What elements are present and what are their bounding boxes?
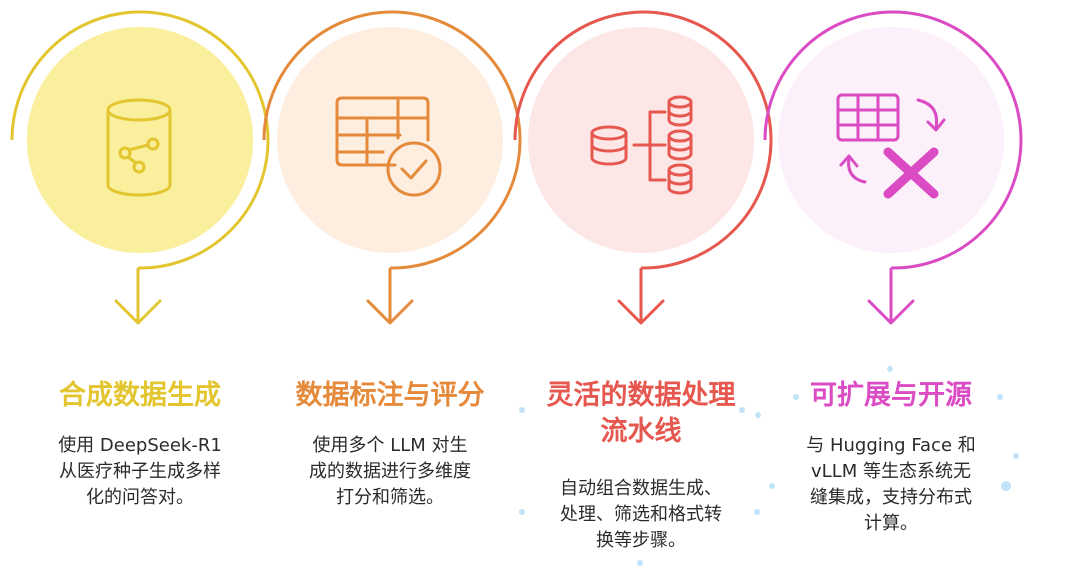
step-1-circle bbox=[27, 27, 253, 253]
step-3-arrow-icon bbox=[617, 299, 665, 325]
step-2-title: 数据标注与评分 bbox=[295, 380, 485, 411]
step-3-desc-line: 自动组合数据生成、 bbox=[560, 478, 722, 499]
step-2-arc bbox=[262, 10, 522, 270]
step-4-desc-line: 计算。 bbox=[864, 513, 918, 534]
database-share-icon bbox=[106, 98, 172, 197]
table-transform-icon bbox=[836, 93, 946, 199]
table-check-icon bbox=[335, 96, 442, 197]
step-4-description: 与 Hugging Face 和 vLLM 等生态系统无 缝集成，支持分布式 计… bbox=[773, 433, 1009, 537]
step-3-ring bbox=[513, 10, 773, 325]
step-1-desc-line: 从医疗种子生成多样 bbox=[59, 461, 221, 482]
step-3-description: 自动组合数据生成、 处理、筛选和格式转 换等步骤。 bbox=[521, 476, 761, 554]
step-3-desc-line: 换等步骤。 bbox=[596, 530, 686, 551]
step-3-title-line: 灵活的数据处理 bbox=[546, 380, 736, 411]
step-2-desc-line: 打分和筛选。 bbox=[336, 487, 444, 508]
step-2-circle bbox=[277, 27, 503, 253]
step-1-description: 使用 DeepSeek-R1 从医疗种子生成多样 化的问答对。 bbox=[20, 433, 260, 511]
step-2-ring bbox=[262, 10, 522, 325]
step-4-title: 可扩展与开源 bbox=[810, 380, 972, 411]
step-4-desc-line: vLLM 等生态系统无 bbox=[811, 461, 971, 482]
step-1-arc bbox=[10, 10, 270, 270]
step-1-desc-line: 使用 DeepSeek-R1 bbox=[58, 435, 222, 456]
step-4-desc-line: 缝集成，支持分布式 bbox=[810, 487, 972, 508]
step-4-desc-line: 与 Hugging Face 和 bbox=[806, 435, 976, 456]
step-4-arc bbox=[763, 10, 1023, 270]
step-3-desc-line: 处理、筛选和格式转 bbox=[560, 504, 722, 525]
step-2-desc-line: 使用多个 LLM 对生 bbox=[312, 435, 468, 456]
step-2-description: 使用多个 LLM 对生 成的数据进行多维度 打分和筛选。 bbox=[270, 433, 510, 511]
step-2-arrow-icon bbox=[366, 299, 414, 325]
step-3-title: 灵活的数据处理 流水线 bbox=[521, 378, 761, 450]
step-1-desc-line: 化的问答对。 bbox=[86, 487, 194, 508]
step-1-ring bbox=[10, 10, 270, 325]
step-1-arrow-icon bbox=[114, 299, 162, 325]
step-4-arrow-icon bbox=[867, 299, 915, 325]
step-3-arc bbox=[513, 10, 773, 270]
step-1-title: 合成数据生成 bbox=[59, 380, 221, 411]
step-4-ring bbox=[763, 10, 1023, 325]
step-3-circle bbox=[528, 27, 754, 253]
step-3-title-line: 流水线 bbox=[600, 416, 682, 447]
decorative-dots bbox=[519, 366, 1019, 566]
database-pipeline-icon bbox=[590, 95, 693, 195]
step-2-desc-line: 成的数据进行多维度 bbox=[309, 461, 471, 482]
